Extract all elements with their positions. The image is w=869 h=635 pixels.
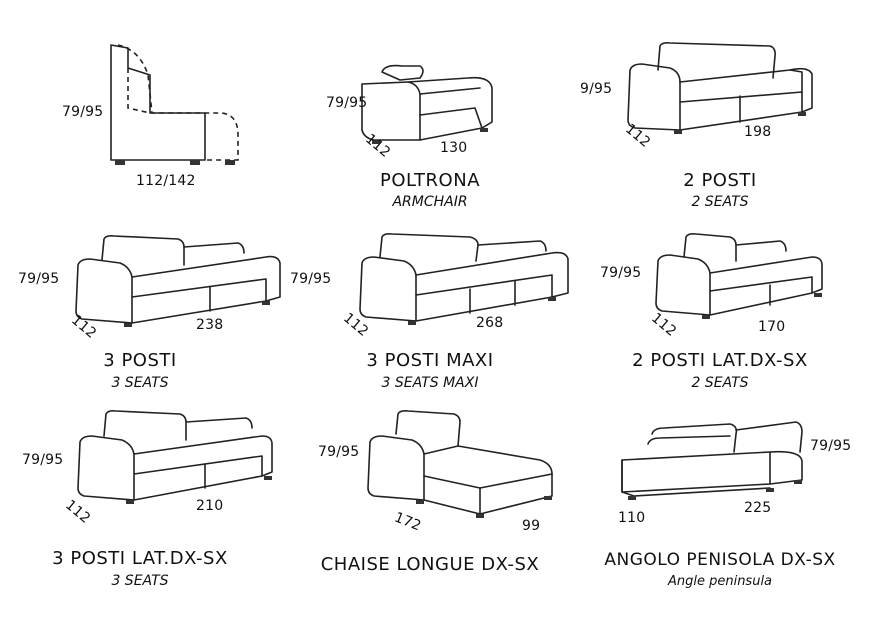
- width-dimension: 170: [758, 319, 786, 335]
- product-title: ANGOLO PENISOLA DX-SX: [604, 550, 836, 570]
- 3-posti-diagram: 79/95 112 238 3 POSTI 3 SEATS: [0, 215, 290, 400]
- height-dimension: 79/95: [600, 265, 642, 281]
- width-dimension: 130: [440, 140, 468, 156]
- height-dimension: 79/95: [290, 271, 332, 287]
- product-title: 3 POSTI MAXI: [366, 350, 494, 371]
- depth-dimension: 112/142: [136, 173, 196, 189]
- armchair-drawing: [361, 64, 493, 144]
- product-title: 2 POSTI: [683, 170, 757, 191]
- height-dimension: 9/95: [580, 81, 613, 97]
- 2-posti-lat-diagram: 79/95 112 170 2 POSTI LAT.DX-SX 2 SEATS: [580, 215, 869, 400]
- chaise-longue-drawing: [367, 410, 553, 518]
- width-dimension: 238: [196, 317, 224, 333]
- width-dimension: 198: [744, 124, 772, 140]
- product-subtitle: 3 SEATS: [111, 573, 169, 589]
- product-subtitle: Angle peninsula: [667, 574, 773, 589]
- three-seater-lat-drawing: [77, 410, 273, 504]
- two-seater-drawing: [627, 42, 813, 134]
- product-title: 3 POSTI LAT.DX-SX: [52, 548, 228, 569]
- two-seater-lat-drawing: [655, 233, 823, 319]
- side-profile-diagram: 79/95 112/142: [0, 0, 290, 215]
- side-profile-drawing: [110, 44, 239, 165]
- product-title: 3 POSTI: [103, 350, 177, 371]
- three-seater-maxi-drawing: [359, 233, 569, 325]
- poltrona-diagram: 79/95 112 130 POLTRONA ARMCHAIR: [290, 0, 580, 215]
- 3-posti-maxi-diagram: 79/95 112 268 3 POSTI MAXI 3 SEATS MAXI: [290, 215, 580, 400]
- product-subtitle: 2 SEATS: [691, 375, 749, 391]
- product-title: POLTRONA: [379, 170, 481, 191]
- depth-dimension: 110: [618, 510, 646, 526]
- width-dimension: 99: [522, 518, 541, 534]
- angle-peninsula-drawing: [621, 421, 803, 500]
- height-dimension: 79/95: [810, 438, 852, 454]
- width-dimension: 225: [744, 500, 772, 516]
- 3-posti-lat-diagram: 79/95 112 210 3 POSTI LAT.DX-SX 3 SEATS: [0, 400, 290, 600]
- product-subtitle: 3 SEATS MAXI: [381, 375, 479, 391]
- width-dimension: 268: [476, 315, 504, 331]
- height-dimension: 79/95: [326, 95, 368, 111]
- height-dimension: 79/95: [318, 444, 360, 460]
- height-dimension: 79/95: [62, 104, 104, 120]
- three-seater-drawing: [75, 235, 281, 327]
- height-dimension: 79/95: [18, 271, 60, 287]
- 2-posti-diagram: 9/95 112 198 2 POSTI 2 SEATS: [580, 0, 869, 215]
- height-dimension: 79/95: [22, 452, 64, 468]
- product-subtitle: ARMCHAIR: [392, 194, 468, 210]
- product-title: 2 POSTI LAT.DX-SX: [632, 350, 808, 371]
- product-title: CHAISE LONGUE DX-SX: [320, 554, 540, 575]
- chaise-longue-diagram: 79/95 172 99 CHAISE LONGUE DX-SX: [290, 400, 580, 600]
- width-dimension: 210: [196, 498, 224, 514]
- product-subtitle: 3 SEATS: [111, 375, 169, 391]
- product-subtitle: 2 SEATS: [691, 194, 749, 210]
- angolo-penisola-diagram: 79/95 110 225 ANGOLO PENISOLA DX-SX Angl…: [580, 400, 869, 600]
